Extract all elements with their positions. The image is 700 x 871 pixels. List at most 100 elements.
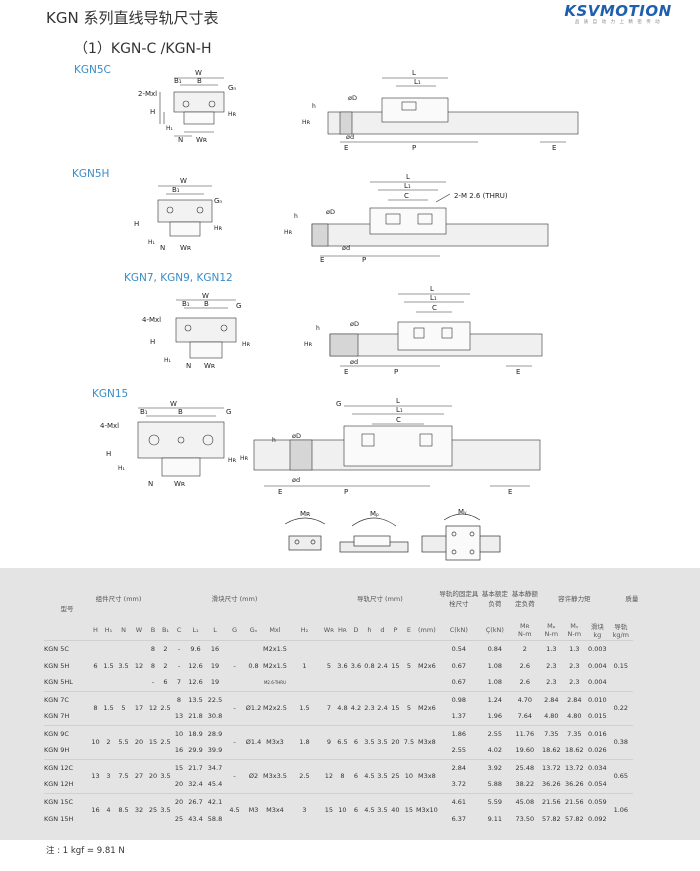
col-h: h — [367, 625, 372, 634]
table-cell: 4.2 — [348, 690, 363, 725]
table-cell: 42.1 — [205, 792, 225, 810]
table-cell: 4.80 — [544, 712, 559, 721]
dim-E-right: E — [508, 488, 512, 496]
table-cell: 1.86 — [437, 724, 480, 742]
col-L: L — [213, 625, 217, 634]
dim-H: H — [106, 450, 111, 458]
table-cell: - — [151, 678, 155, 687]
table-cell: - — [225, 758, 244, 793]
dim-h: h — [312, 103, 316, 110]
table-cell: 2.3 — [569, 678, 580, 687]
table-cell: 2.55 — [479, 724, 510, 742]
spec-table-panel: 型号 组件尺寸 (mm) 滑块尺寸 (mm) 导轨尺寸 (mm) 导轨的固定具栓… — [0, 568, 700, 840]
table-cell: 0.034 — [585, 758, 609, 776]
table-cell: 0.38 — [608, 724, 633, 759]
table-cell: - — [225, 639, 244, 691]
table-cell: 0.003 — [585, 639, 609, 657]
dim-MR: Mʀ — [300, 510, 311, 518]
table-cell: 11.76 — [509, 724, 540, 742]
table-cell: 13.72 — [562, 758, 586, 776]
table-cell: 0.010 — [585, 690, 609, 708]
table-cell: 8 — [147, 639, 159, 657]
model-cell: KGN 5H — [44, 661, 70, 670]
table-cell: 7.5 — [401, 724, 416, 759]
table-cell: 18.9 — [186, 724, 205, 742]
dim-d: ød — [342, 244, 350, 252]
table-cell: M3x8 — [415, 758, 438, 793]
dim-B: B — [197, 77, 202, 85]
table-cell: 25 — [147, 792, 159, 827]
table-cell: 21.56 — [562, 792, 586, 810]
model-cell: KGN 15H — [44, 814, 74, 823]
table-cell: 39.9 — [207, 746, 223, 755]
dim-P: P — [394, 368, 398, 376]
dim-HR: Hʀ — [242, 341, 251, 348]
table-cell: 15 — [147, 724, 159, 759]
table-cell: 73.50 — [515, 814, 535, 823]
dim-L: L — [412, 69, 416, 77]
table-cell: 4.80 — [567, 712, 582, 721]
table-cell: 21.56 — [539, 792, 563, 810]
table-cell: 1 — [286, 639, 322, 691]
table-cell: 6 — [348, 792, 363, 827]
table-cell: 2.4 — [375, 690, 389, 725]
dim-WR: Wʀ — [174, 480, 186, 488]
dim-E-left: E — [344, 368, 348, 376]
dim-G: G — [226, 408, 231, 416]
table-cell: M3x10 — [415, 792, 438, 827]
dim-Mxl: 2-Mxl — [138, 90, 157, 98]
col-dyn-kN: C(kN) — [449, 625, 468, 634]
table-cell: 45.08 — [509, 792, 540, 810]
col-W: W — [135, 625, 143, 634]
dim-B1: B₁ — [172, 186, 180, 194]
table-cell: 4 — [101, 792, 116, 827]
table-cell: Ø1.4 — [244, 724, 263, 759]
table-cell: 57.82 — [542, 814, 561, 823]
table-cell: 0.059 — [585, 792, 609, 810]
kgn5h-end-view: W B₁ Gₙ H H₁ Hʀ N Wʀ — [134, 177, 223, 252]
footnote: 注 : 1 kgf = 9.81 N — [46, 846, 125, 856]
table-cell: 32 — [131, 792, 147, 827]
table-cell: M2x1.5 — [263, 661, 287, 670]
dim-P: P — [362, 256, 366, 264]
table-cell: 13.72 — [539, 758, 563, 776]
table-cell: 3.5 — [159, 792, 172, 827]
table-cell: 57.82 — [565, 814, 584, 823]
dim-MY: Mᵧ — [458, 508, 467, 516]
table-cell: 38.22 — [515, 780, 535, 789]
model-cell: KGN 15C — [44, 792, 90, 810]
table-cell: 36.26 — [565, 780, 584, 789]
table-cell: 36.26 — [542, 780, 561, 789]
dim-L1: L₁ — [414, 78, 421, 86]
col-MP-label: Mₚ — [547, 621, 556, 630]
kgn5h-side-view: L L₁ C 2-M 2.6 (THRU) øD ød h Hʀ E P — [284, 173, 549, 264]
table-cell: 1.96 — [487, 712, 503, 721]
table-cell: 6.37 — [451, 814, 467, 823]
dim-B1: B₁ — [140, 408, 148, 416]
dim-MP: Mₚ — [370, 510, 379, 518]
table-cell: 2.5 — [286, 758, 322, 793]
dim-B1: B₁ — [174, 77, 182, 85]
col-stat-kN: Ç(kN) — [485, 625, 504, 634]
table-cell: 15 — [388, 690, 402, 725]
table-cell: 19.60 — [515, 746, 535, 755]
table-cell: 0.67 — [451, 678, 467, 687]
table-cell: 17 — [131, 690, 147, 725]
header-dyn: 基本额定负荷 — [481, 590, 508, 608]
moment-mp-diagram: Mₚ — [339, 510, 409, 553]
table-cell: 2 — [159, 639, 172, 657]
table-cell: 6 — [163, 678, 168, 687]
dim-WR: Wʀ — [196, 136, 208, 144]
table-cell: 5.88 — [487, 780, 503, 789]
table-cell: 0.65 — [608, 758, 633, 793]
table-cell: 3.5 — [375, 724, 389, 759]
table-cell: 9 — [321, 724, 336, 759]
table-cell: 16 — [174, 746, 184, 755]
dim-HR-side: Hʀ — [304, 341, 313, 348]
header-model: 型号 — [60, 604, 74, 613]
dim-H1: H₁ — [118, 465, 126, 472]
kgn15-side-view: G L L₁ C øD ød h Hʀ E P E — [240, 397, 541, 496]
